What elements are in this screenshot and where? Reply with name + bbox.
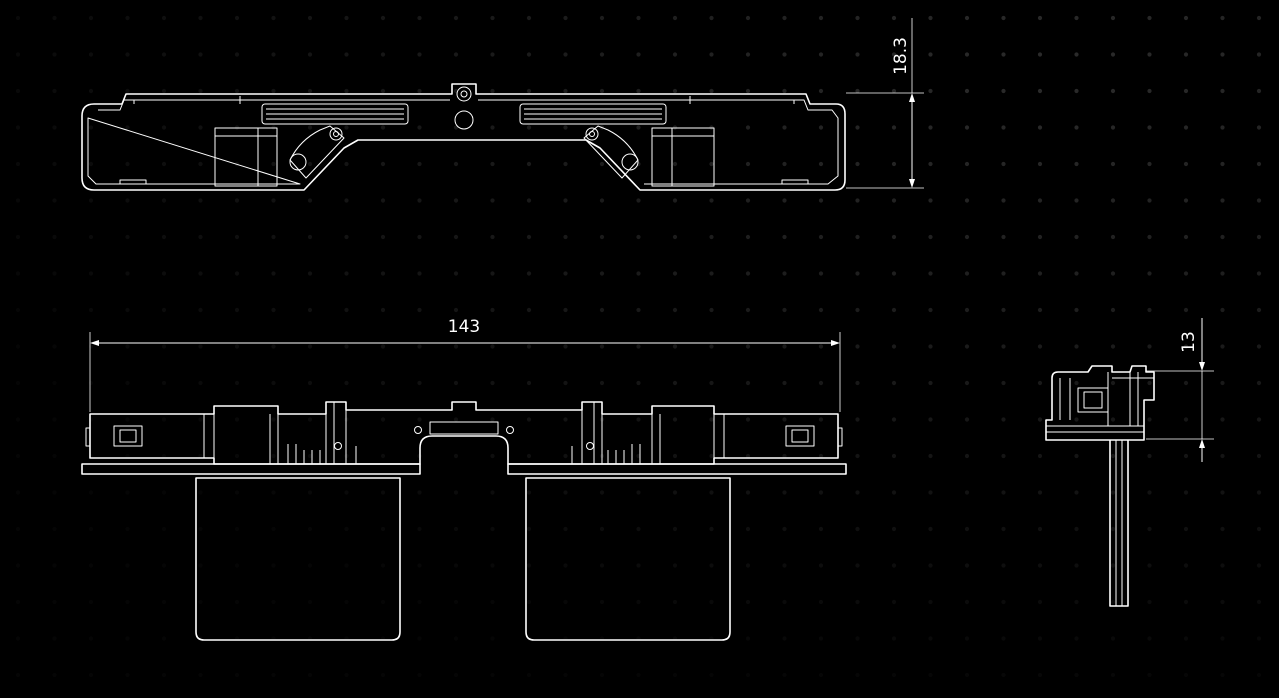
top-view-dimension bbox=[846, 18, 924, 189]
side-view-dimension-label: 13 bbox=[1179, 331, 1199, 353]
front-view-left-lens bbox=[195, 477, 401, 641]
front-view-housing bbox=[89, 401, 839, 465]
front-view-right-lens bbox=[525, 477, 731, 641]
front-view-dimension bbox=[89, 332, 841, 412]
front-view bbox=[81, 401, 847, 641]
side-view-temple-arm bbox=[1109, 440, 1129, 607]
side-view-dimension bbox=[1146, 318, 1214, 462]
top-view-outline bbox=[81, 83, 846, 191]
top-view bbox=[81, 83, 846, 191]
side-view bbox=[1045, 365, 1155, 607]
side-view-body bbox=[1045, 365, 1155, 441]
front-view-dimension-label: 143 bbox=[448, 317, 480, 337]
top-view-dimension-label: 18.3 bbox=[891, 37, 911, 75]
